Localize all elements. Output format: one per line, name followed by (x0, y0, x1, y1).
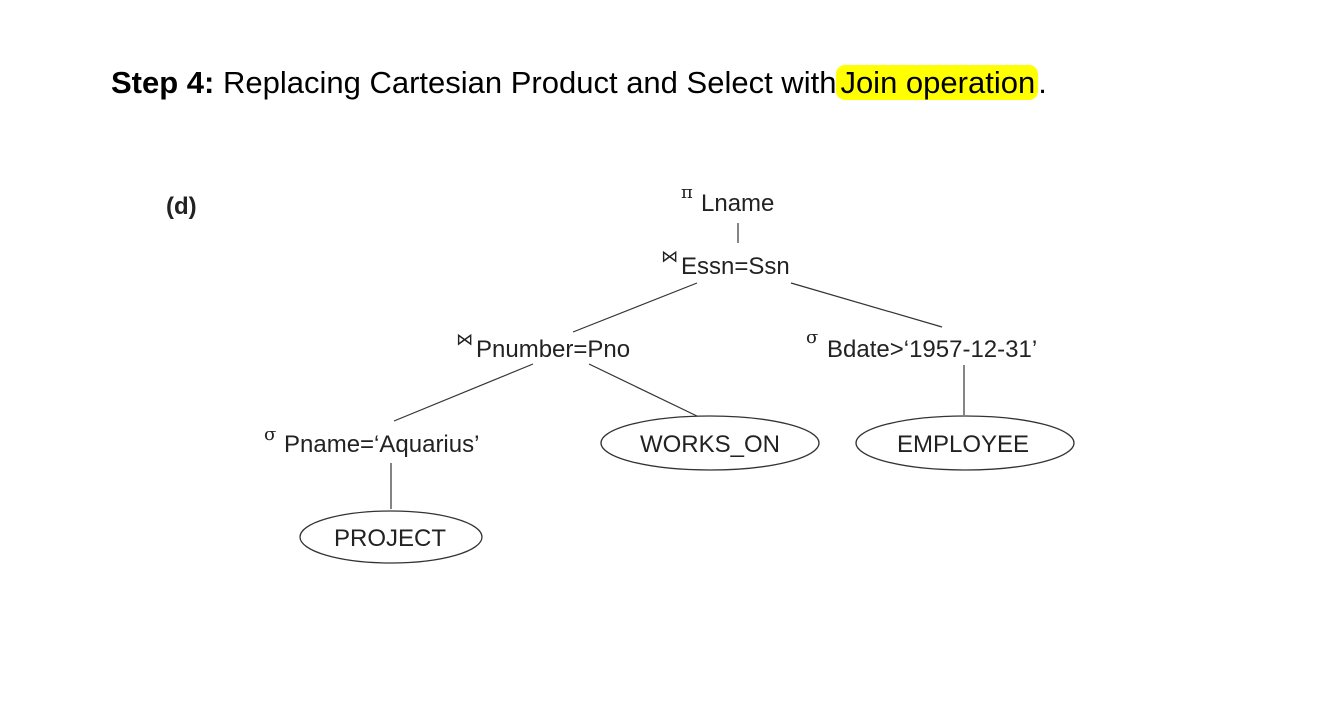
select-node-bdate: σ Bdate>‘1957-12-31’ (806, 327, 1037, 363)
join-top-condition: Essn=Ssn (681, 253, 790, 280)
join-node-top: ⋈ Essn=Ssn (661, 247, 790, 280)
relation-works-on: WORKS_ON (600, 415, 820, 471)
relation-project: PROJECT (299, 510, 483, 564)
relation-ellipse (299, 510, 483, 564)
join-left-condition: Pnumber=Pno (476, 336, 630, 363)
heading-period: . (1038, 65, 1047, 100)
join-icon: ⋈ (661, 247, 678, 267)
pi-icon: π (681, 182, 693, 203)
select-node-pname: σ Pname=‘Aquarius’ (264, 424, 479, 458)
relation-ellipse (855, 415, 1075, 471)
relation-label: EMPLOYEE (897, 431, 1029, 458)
figure-label: (d) (166, 193, 197, 220)
relation-label: PROJECT (334, 525, 446, 552)
edge-join-top-right (790, 282, 943, 328)
step-text: Replacing Cartesian Product and Select w… (222, 65, 837, 100)
highlighted-text: Join operation (836, 65, 1039, 100)
select-pname-condition: Pname=‘Aquarius’ (284, 431, 479, 458)
relation-label: WORKS_ON (640, 431, 780, 458)
step-number: Step 4: (111, 65, 215, 100)
relation-ellipse (600, 415, 820, 471)
join-node-left: ⋈ Pnumber=Pno (456, 330, 630, 363)
edge-join-left-select (393, 363, 534, 422)
projection-node: π Lname (681, 182, 774, 217)
sigma-icon: σ (806, 327, 818, 348)
projection-label: Lname (701, 190, 774, 217)
sigma-icon: σ (264, 424, 276, 445)
select-bdate-condition: Bdate>‘1957-12-31’ (827, 336, 1037, 363)
join-icon: ⋈ (456, 330, 473, 350)
relation-employee: EMPLOYEE (855, 415, 1075, 471)
edge-join-left-workson (588, 363, 700, 418)
edge-join-top-left (572, 282, 698, 333)
step-heading: Step 4: Replacing Cartesian Product and … (111, 62, 1047, 104)
